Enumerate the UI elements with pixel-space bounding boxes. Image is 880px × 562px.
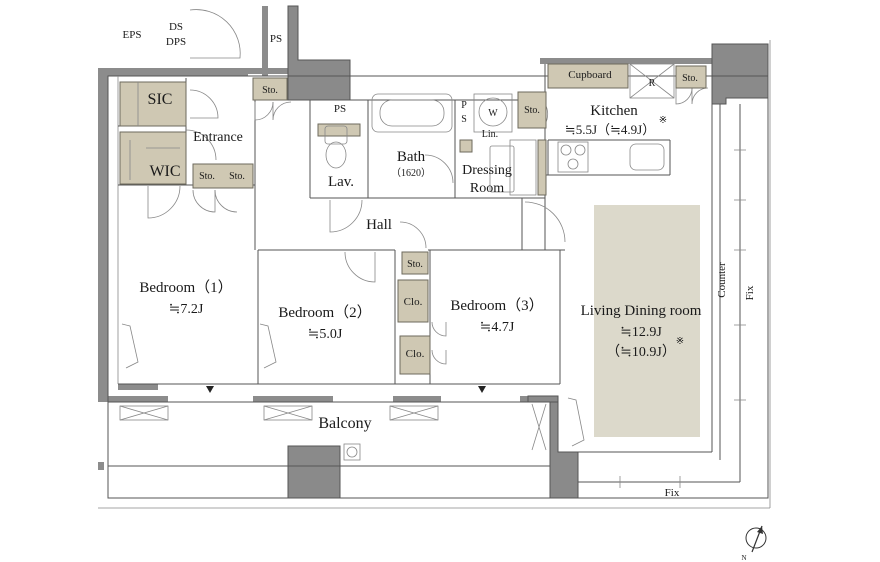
counter-label: Counter	[716, 262, 728, 298]
dressing-room-label: Room	[470, 181, 504, 196]
living-dining-floor	[594, 205, 700, 437]
fridge-label: R	[649, 78, 656, 89]
entry-marker-1	[206, 386, 214, 393]
bedroom1-label: Bedroom（1）	[139, 279, 232, 296]
kitchen-size-label: ≒5.5J（≒4.9J）	[565, 122, 655, 137]
bedroom3-size-label: ≒4.7J	[480, 320, 515, 335]
ps-top-label: PS	[270, 33, 282, 45]
living-size2-label: （≒10.9J）	[606, 344, 676, 360]
bath-label: Bath	[397, 149, 426, 165]
cupboard-label: Cupboard	[568, 69, 612, 81]
dressing-label: Dressing	[462, 163, 512, 178]
entrance-label: Entrance	[193, 130, 243, 145]
bath-size-label: （1620）	[391, 167, 431, 179]
sto-wic2-label: Sto.	[229, 171, 245, 182]
bedroom3-label: Bedroom（3）	[450, 297, 543, 314]
kitchen-label: Kitchen	[590, 103, 638, 119]
entry-marker-2	[478, 386, 486, 393]
fix-bottom-label: Fix	[665, 487, 680, 499]
balcony-label: Balcony	[318, 415, 371, 432]
clo2-label: Clo.	[406, 348, 425, 360]
ps-v2-label: S	[461, 114, 467, 125]
fixtures	[324, 93, 665, 196]
sto-wic1-label: Sto.	[199, 171, 215, 182]
sto-hall-label: Sto.	[407, 259, 423, 270]
kitchen-note-label: ※	[659, 115, 667, 126]
living-note-label: ※	[676, 336, 684, 347]
door-swings	[121, 9, 709, 451]
balcony-windows	[119, 149, 746, 488]
north-label: N	[741, 554, 746, 562]
sto-entrance-label: Sto.	[262, 85, 278, 96]
ps-v1-label: P	[461, 100, 467, 111]
storage-blocks	[119, 63, 707, 375]
wic-label: WIC	[149, 163, 180, 180]
sto-corner-label: Sto.	[682, 73, 698, 84]
north-arrow-icon: N	[741, 525, 767, 562]
bedroom2-size-label: ≒5.0J	[308, 327, 343, 342]
ps-mid-label: PS	[334, 103, 346, 115]
lav-label: Lav.	[328, 174, 354, 190]
room-labels: EPS DS DPS PS PS P S SIC WIC Entrance St…	[123, 21, 756, 499]
hall-label: Hall	[366, 217, 392, 233]
washer-label: W	[488, 108, 498, 119]
sic-label: SIC	[148, 91, 173, 108]
dps-label: DPS	[166, 36, 186, 48]
sto-kitchen-label: Sto.	[524, 105, 540, 116]
bedroom2-label: Bedroom（2）	[278, 304, 371, 321]
lin-label: Lin.	[482, 129, 498, 140]
eps-label: EPS	[123, 29, 142, 41]
ds-label: DS	[169, 21, 183, 33]
fix-right-label: Fix	[744, 285, 756, 300]
living-size-label: ≒12.9J	[620, 325, 662, 340]
bedroom1-size-label: ≒7.2J	[169, 302, 204, 317]
living-label: Living Dining room	[581, 303, 702, 319]
clo1-label: Clo.	[404, 296, 423, 308]
